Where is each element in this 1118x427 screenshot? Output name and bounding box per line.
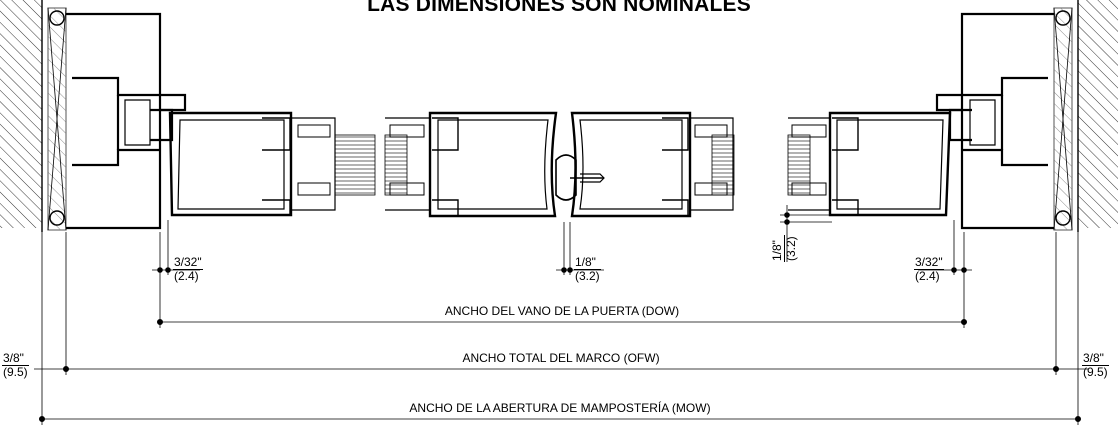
vertical-gap-inch: 1/8" (770, 235, 785, 262)
meeting-gap-mm: (3.2) (575, 269, 600, 283)
dimension-lines (34, 205, 1088, 425)
meeting-gap-inch: 1/8" (574, 256, 601, 270)
left-shim-dimension: 3/8" (9.5) (2, 352, 29, 379)
meeting-gap-dimension: 1/8" (3.2) (574, 256, 601, 283)
ofw-label: ANCHO TOTAL DEL MARCO (OFW) (462, 351, 660, 365)
right-door-leaf (787, 111, 952, 217)
right-clearance-dimension: 3/32" (2.4) (914, 256, 944, 283)
right-jamb-frame (935, 7, 1073, 231)
mow-label: ANCHO DE LA ABERTURA DE MAMPOSTERÍA (MOW… (409, 401, 711, 415)
left-shim-inch: 3/8" (2, 352, 29, 366)
left-clearance-mm: (2.4) (174, 269, 199, 283)
left-door-leaf (168, 111, 376, 217)
right-clearance-inch: 3/32" (914, 255, 944, 270)
right-shim-inch: 3/8" (1082, 352, 1109, 366)
center-left-door-leaf (384, 111, 558, 218)
left-masonry-wall (0, 0, 43, 232)
dow-label: ANCHO DEL VANO DE LA PUERTA (DOW) (444, 304, 680, 318)
left-jamb-frame (47, 7, 187, 231)
center-right-door-leaf (570, 111, 735, 218)
left-clearance-dimension: 3/32" (2.4) (173, 256, 203, 283)
right-clearance-mm: (2.4) (915, 269, 940, 283)
right-masonry-wall (1077, 0, 1118, 232)
drawing-title: LAS DIMENSIONES SON NOMINALES (367, 0, 751, 16)
vertical-gap-dimension: 1/8" (3.2) (770, 235, 798, 262)
right-shim-mm: (9.5) (1083, 365, 1108, 379)
astragal (555, 154, 605, 201)
right-shim-dimension: 3/8" (9.5) (1082, 352, 1109, 379)
left-clearance-inch: 3/32" (173, 255, 203, 270)
vertical-gap-mm: (3.2) (784, 236, 798, 261)
left-shim-mm: (9.5) (3, 365, 28, 379)
